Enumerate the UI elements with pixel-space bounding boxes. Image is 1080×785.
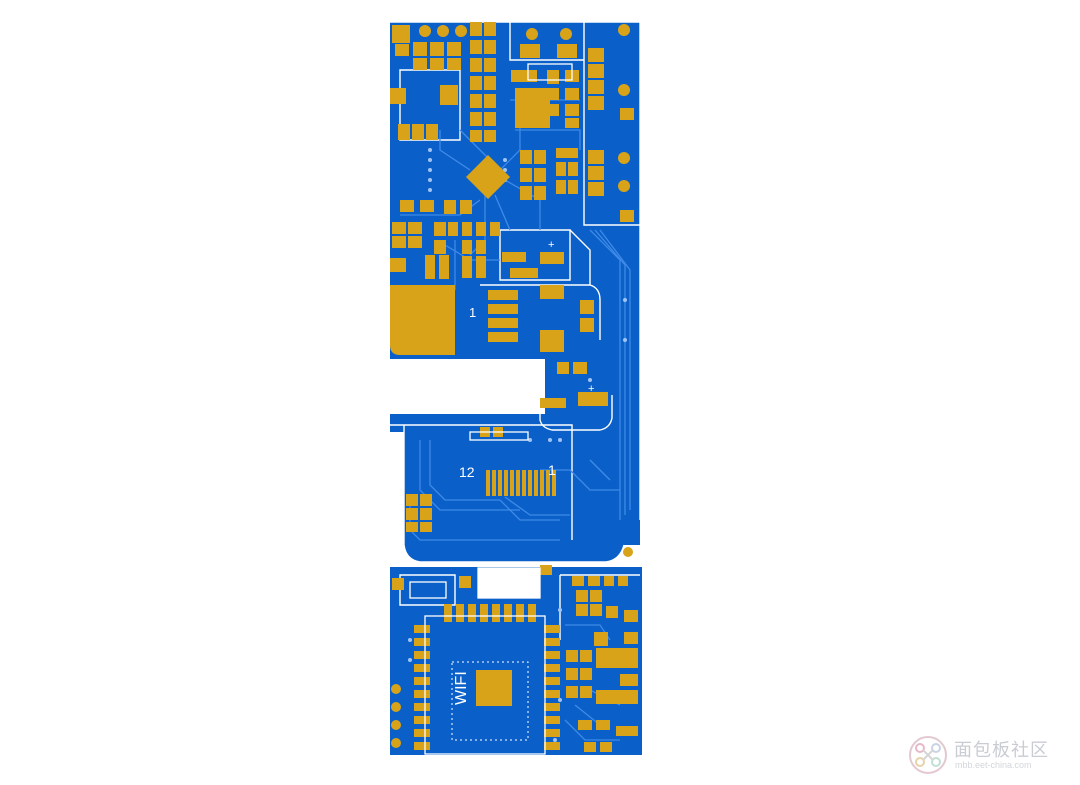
silkscreen-labels: 1 12 1 + + WIFI [453,239,594,705]
pin-one-top-label: 1 [469,305,476,320]
dotted-outlines [451,661,529,741]
vias [408,148,627,742]
connector-pin-left-label: 12 [459,464,475,480]
module-outlines [409,63,573,755]
plus-mark-top: + [548,239,554,251]
watermark-logo-icon [909,736,947,774]
watermark-url: mbb.eet-china.com [955,760,1032,770]
plus-mark-bottom: + [588,383,594,395]
copper-pads [390,22,638,752]
watermark: 面包板社区 mbb.eet-china.com [908,732,1073,778]
wifi-module-label: WIFI [453,671,470,705]
connector-pin-right-label: 1 [548,462,556,478]
watermark-text: 面包板社区 [954,740,1049,761]
